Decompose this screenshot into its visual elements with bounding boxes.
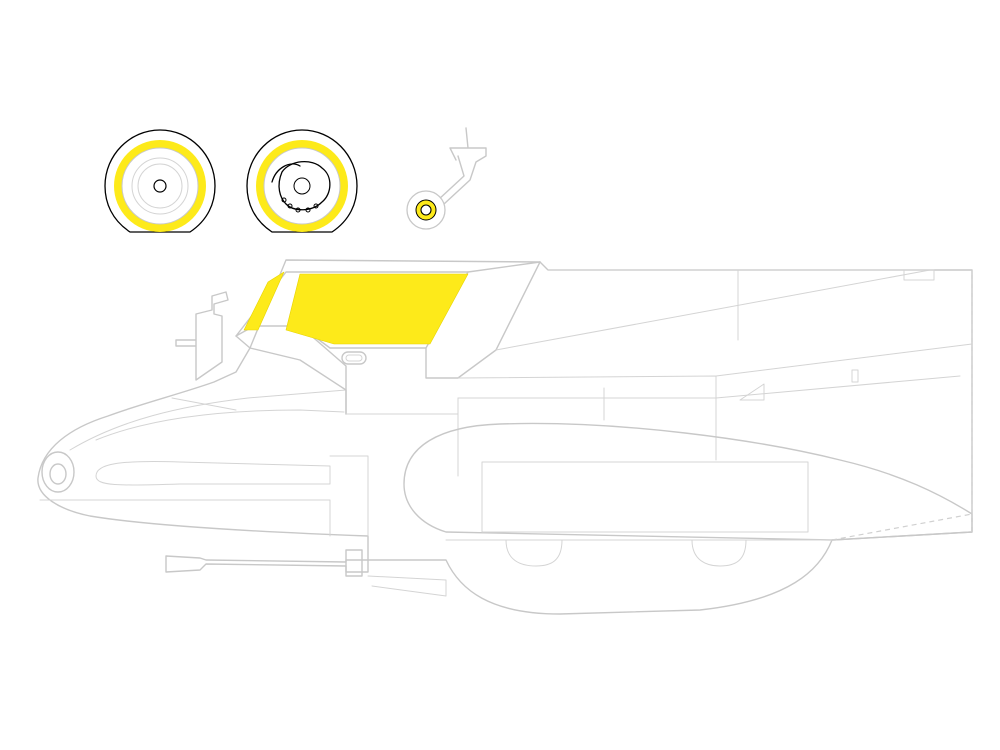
wheel-right-hub — [263, 147, 341, 225]
belly-bump-2 — [691, 539, 747, 567]
fin-line — [715, 343, 973, 377]
wheel-left-axle — [153, 179, 167, 193]
fin-line-2 — [715, 375, 961, 399]
wheel-right-axle — [293, 177, 311, 195]
nose-top-line — [69, 389, 347, 451]
wheel-left-hub-ring-inner — [137, 163, 183, 209]
engine-pod — [403, 422, 973, 541]
canopy-top-line — [467, 261, 541, 273]
canopy-frame — [235, 271, 469, 349]
nose-ring-inner — [49, 463, 67, 485]
nose-gear-bay-line — [329, 455, 369, 537]
wheel-right-cut-outline — [246, 129, 358, 233]
nose-gear-strut — [437, 127, 487, 205]
gunsight-mount — [175, 291, 229, 381]
upper-hatch — [903, 269, 935, 281]
nose-wheel-cut-line — [415, 199, 437, 221]
canopy-handle — [341, 351, 367, 365]
canopy-side-window-mask — [286, 274, 468, 344]
nose-ring — [41, 451, 75, 493]
main-wheel-left-mask — [104, 129, 216, 233]
small-hatch — [851, 369, 859, 383]
canopy-rear-line — [299, 325, 347, 415]
fuselage-side-view — [37, 259, 973, 615]
gun-barrel — [165, 555, 369, 573]
gun-collar — [345, 549, 363, 577]
nose-strake — [95, 461, 331, 486]
main-wheel-right-mask — [246, 129, 358, 233]
pod-access-panel — [481, 461, 809, 533]
belly-bump-1 — [505, 539, 563, 567]
windscreen-mask-edge — [243, 271, 285, 331]
upper-fairing-diagonal — [495, 269, 931, 351]
wheel-right-brake-line — [271, 163, 301, 183]
windscreen-side-mask — [244, 272, 284, 330]
wheel-left-hub-ring — [131, 157, 189, 215]
nose-side-line — [95, 409, 345, 441]
canopy-handle-inner — [345, 354, 363, 362]
canopy-window-mask-edge — [285, 273, 469, 345]
wing-root-fairing — [457, 375, 717, 399]
gun-support — [367, 575, 447, 597]
vent-triangle — [739, 383, 765, 401]
nose-panel-line — [171, 397, 237, 411]
wheel-left-cut-outline — [104, 129, 216, 233]
wheel-right-brake-outline — [278, 161, 331, 211]
spine-line — [457, 261, 541, 379]
canopy-rear-frame — [425, 347, 459, 379]
fuselage-outline — [37, 259, 973, 615]
nose-gear-mask — [406, 127, 487, 230]
wheel-right-bolt-holes — [281, 197, 319, 213]
lower-nose-line — [39, 499, 331, 537]
nose-wheel-axle — [420, 204, 432, 216]
tail-cut-line-lower — [831, 513, 973, 541]
